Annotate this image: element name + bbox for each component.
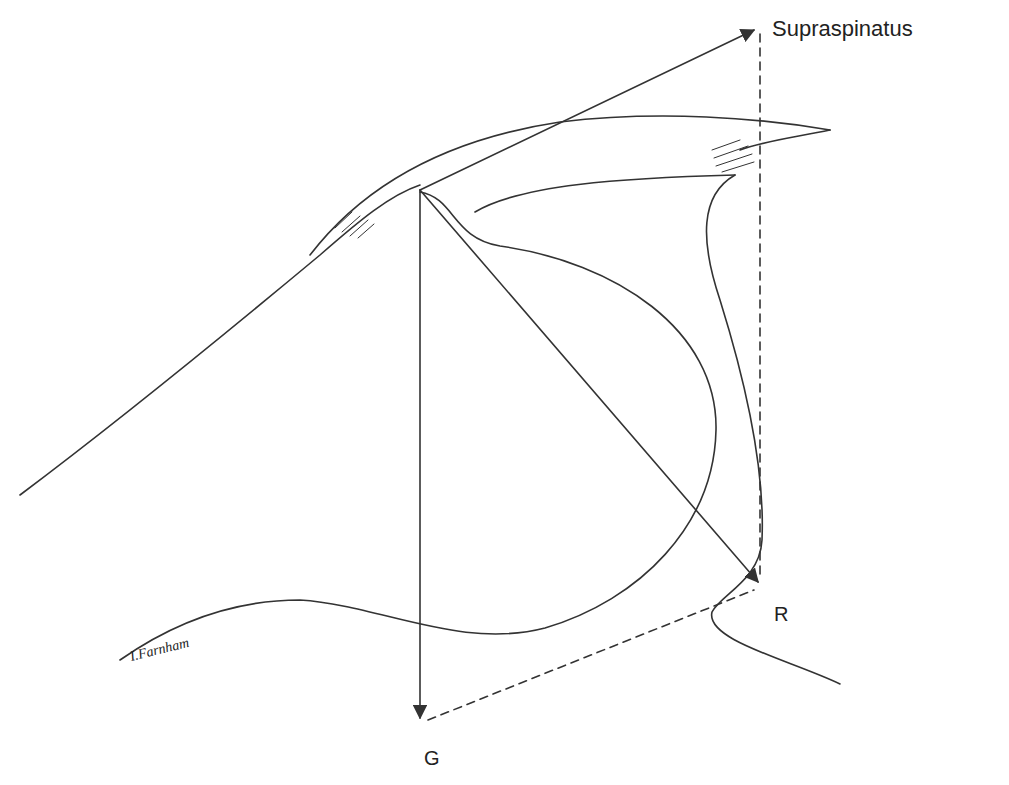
humeral-head: [120, 192, 716, 660]
construction-line: [759, 34, 761, 578]
force-arrow: [419, 190, 421, 718]
scapula-outline: [20, 185, 420, 495]
construction-line: [428, 590, 754, 720]
bone-outline: [706, 175, 840, 684]
force-arrow: [420, 30, 754, 190]
muscle-label: Supraspinatus: [772, 18, 913, 40]
acromion-outline: [310, 116, 830, 255]
force-arrow: [420, 190, 758, 582]
force-label: R: [774, 604, 788, 624]
acromion-tip: [740, 130, 830, 150]
hatching: [712, 140, 754, 172]
force-label: G: [424, 748, 440, 768]
artist-signature: I.Farnham: [129, 636, 191, 664]
glenoid-rim: [475, 175, 735, 212]
hatching: [335, 212, 374, 238]
